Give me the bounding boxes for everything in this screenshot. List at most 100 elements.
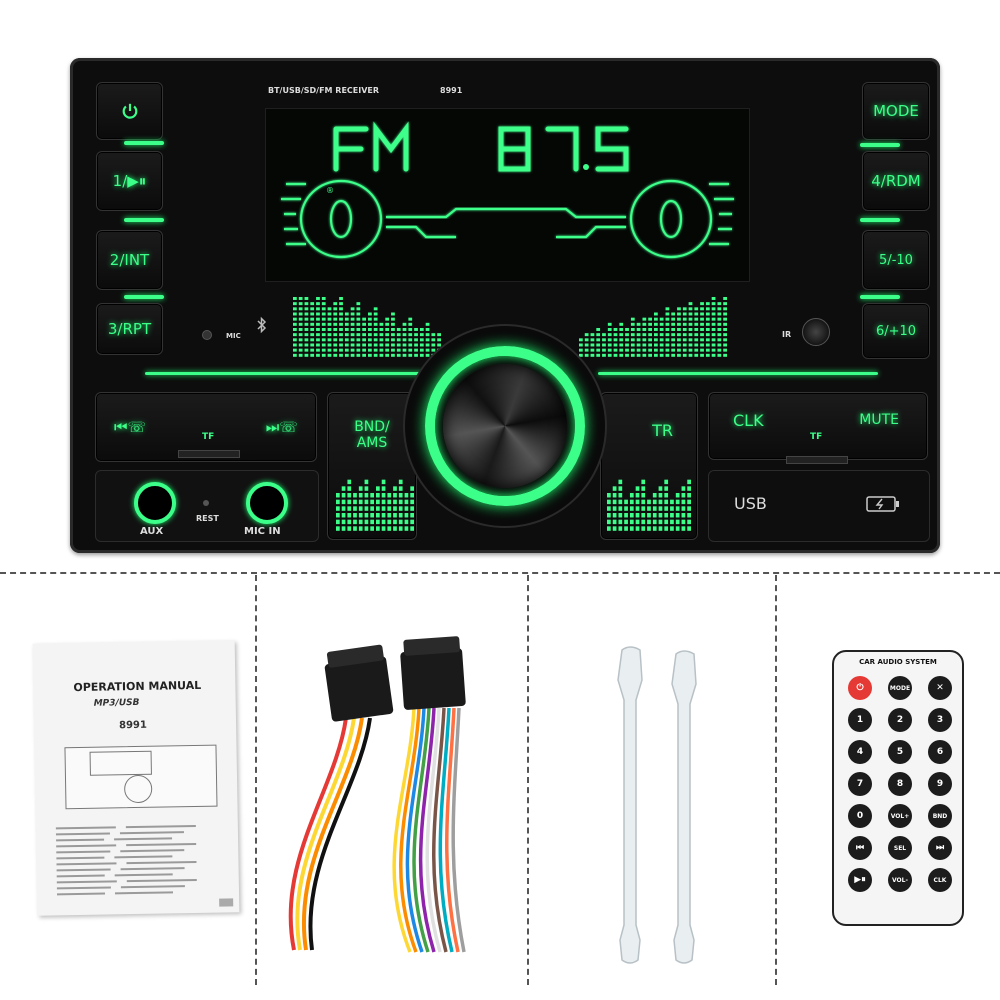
remote-key[interactable]: VOL- — [888, 868, 912, 892]
equalizer-cell — [652, 519, 657, 525]
remote-key[interactable]: ✕ — [928, 676, 952, 700]
equalizer-cell — [619, 338, 624, 342]
equalizer-cell — [664, 526, 669, 531]
remote-key[interactable]: CLK — [928, 868, 952, 892]
equalizer-cell — [705, 343, 710, 347]
preset-2-int-button[interactable]: 2/INT — [96, 230, 163, 290]
preset-3-rpt-button[interactable]: 3/RPT — [96, 303, 163, 355]
equalizer-cell — [602, 338, 606, 342]
equalizer-cell — [687, 479, 691, 485]
tf-card-slot-right[interactable] — [786, 456, 848, 464]
next-track-hangup-icon[interactable]: ⏭☏ — [265, 418, 298, 436]
equalizer-cell — [717, 317, 722, 321]
equalizer-cell — [694, 338, 699, 342]
power-button[interactable] — [96, 82, 163, 140]
equalizer-cell — [711, 353, 716, 357]
remote-key[interactable]: MODE — [888, 676, 912, 700]
preset-6-plus10-button[interactable]: 6/+10 — [862, 303, 930, 359]
equalizer-cell — [304, 307, 309, 311]
remote-key[interactable]: 2 — [888, 708, 912, 732]
button-label: MODE — [873, 102, 919, 120]
manual-line — [56, 850, 111, 854]
equalizer-cell — [612, 499, 617, 505]
equalizer-cell — [665, 333, 670, 337]
equalizer-cell — [298, 322, 303, 326]
equalizer-cell — [654, 322, 658, 326]
equalizer-cell — [425, 353, 430, 357]
remote-key[interactable]: ▶⏸ — [848, 868, 872, 892]
equalizer-cell — [590, 348, 595, 352]
remote-key[interactable]: VOL+ — [888, 804, 912, 828]
equalizer-cell — [368, 312, 372, 316]
equalizer-cell — [373, 343, 378, 347]
equalizer-cell — [368, 333, 372, 337]
equalizer-cell — [304, 297, 309, 300]
mic-in-jack[interactable] — [246, 482, 288, 524]
wire — [288, 717, 348, 951]
equalizer-cell — [670, 526, 674, 531]
equalizer-cell — [659, 322, 664, 326]
equalizer-cell — [381, 486, 386, 491]
remote-key[interactable]: 7 — [848, 772, 872, 796]
remote-key[interactable]: 6 — [928, 740, 952, 764]
button-label: 6/+10 — [875, 323, 917, 339]
remote-key[interactable]: 5 — [888, 740, 912, 764]
remote-power-button[interactable]: ⏻ — [848, 676, 872, 700]
remote-key[interactable]: ⏮ — [848, 836, 872, 860]
remote-key[interactable]: ⏭ — [928, 836, 952, 860]
remote-key[interactable]: 1 — [848, 708, 872, 732]
equalizer-cell — [612, 513, 617, 518]
manual-line-row — [56, 849, 216, 854]
preset-5-minus10-button[interactable]: 5/-10 — [862, 230, 930, 290]
equalizer-cell — [327, 328, 332, 331]
equalizer-cell — [717, 328, 722, 331]
equalizer-cell — [310, 353, 315, 357]
equalizer-cell — [385, 317, 390, 321]
equalizer-cell — [414, 328, 418, 331]
remote-key[interactable]: SEL — [888, 836, 912, 860]
remote-title: CAR AUDIO SYSTEM — [859, 658, 937, 666]
equalizer-cell — [347, 513, 352, 518]
manual-title: OPERATION MANUAL — [73, 678, 202, 695]
tf-card-slot-left[interactable] — [178, 450, 240, 458]
preset-4-rdm-button[interactable]: 4/RDM — [862, 151, 930, 211]
remote-key[interactable]: BND — [928, 804, 952, 828]
equalizer-cell — [670, 506, 674, 511]
remote-key[interactable]: 4 — [848, 740, 872, 764]
remote-key[interactable]: 0 — [848, 804, 872, 828]
mode-button[interactable]: MODE — [862, 82, 930, 140]
equalizer-cell — [327, 348, 332, 352]
equalizer-cell — [362, 353, 366, 357]
remote-key[interactable]: 9 — [928, 772, 952, 796]
equalizer-cell — [396, 353, 401, 357]
volume-knob[interactable] — [443, 364, 567, 488]
reset-hole[interactable] — [203, 500, 209, 506]
battery-charge-icon — [866, 496, 899, 512]
equalizer-cell — [316, 317, 320, 321]
preset-1-play-pause-button[interactable]: 1/▶⏸ — [96, 151, 163, 211]
equalizer-cell — [618, 486, 623, 491]
aux-jack[interactable] — [134, 482, 176, 524]
equalizer-cell — [347, 486, 352, 491]
equalizer-cell — [607, 343, 612, 347]
equalizer-cell — [298, 338, 303, 342]
equalizer-cell — [381, 499, 386, 505]
equalizer-cell — [642, 333, 647, 337]
equalizer-cell — [347, 479, 352, 485]
equalizer-cell — [414, 348, 418, 352]
equalizer-cell — [387, 519, 392, 525]
equalizer-cell — [341, 526, 346, 531]
mute-button[interactable]: MUTE — [859, 412, 899, 428]
equalizer-cell — [688, 353, 693, 357]
equalizer-cell — [304, 312, 309, 316]
remote-key[interactable]: 8 — [888, 772, 912, 796]
remote-key[interactable]: 3 — [928, 708, 952, 732]
equalizer-cell — [364, 493, 369, 498]
clk-button[interactable]: CLK — [733, 410, 764, 430]
equalizer-cell — [419, 333, 424, 337]
removal-tool-left — [617, 646, 643, 964]
equalizer-cell — [723, 297, 727, 300]
equalizer-cell — [321, 317, 326, 321]
equalizer-cell — [654, 312, 658, 316]
previous-track-answer-icon[interactable]: ⏮☏ — [114, 418, 147, 436]
